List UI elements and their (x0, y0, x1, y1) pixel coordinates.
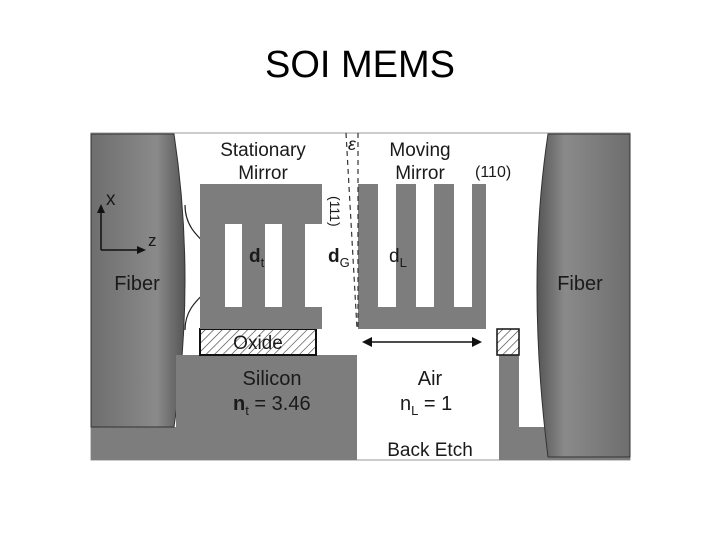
d-g-label: dG (328, 246, 350, 270)
moving-mirror-label-2: Mirror (395, 163, 445, 184)
air-label: Air (418, 368, 443, 390)
fiber-right-label: Fiber (557, 273, 603, 295)
orientation-110-label: (110) (475, 164, 511, 181)
axis-x-label: x (106, 189, 116, 210)
air-index-label: nL = 1 (400, 393, 452, 418)
axis-z-label: z (148, 231, 157, 250)
moving-mirror-label-1: Moving (389, 140, 450, 161)
d-t-label: dt (249, 246, 265, 270)
fiber-left-label: Fiber (114, 273, 160, 295)
silicon-index-label: nt = 3.46 (233, 393, 311, 418)
silicon-pillar-right (499, 355, 519, 460)
stationary-mirror-label-2: Mirror (238, 163, 288, 184)
fiber-right (536, 133, 631, 458)
silicon-label: Silicon (243, 368, 302, 390)
back-etch-label: Back Etch (387, 440, 473, 461)
stationary-mirror-label-1: Stationary (220, 140, 306, 161)
fiber-left (90, 133, 186, 428)
oxide-layer (199, 328, 317, 356)
oxide-label: Oxide (233, 333, 283, 354)
d-l-label: dL (389, 246, 407, 270)
oxide-layer-right (496, 328, 520, 356)
epsilon-label: ε (348, 134, 357, 154)
slide-title: SOI MEMS (264, 44, 456, 86)
tilt-line-1 (345, 132, 358, 330)
orientation-111-label: (111) (327, 196, 343, 227)
